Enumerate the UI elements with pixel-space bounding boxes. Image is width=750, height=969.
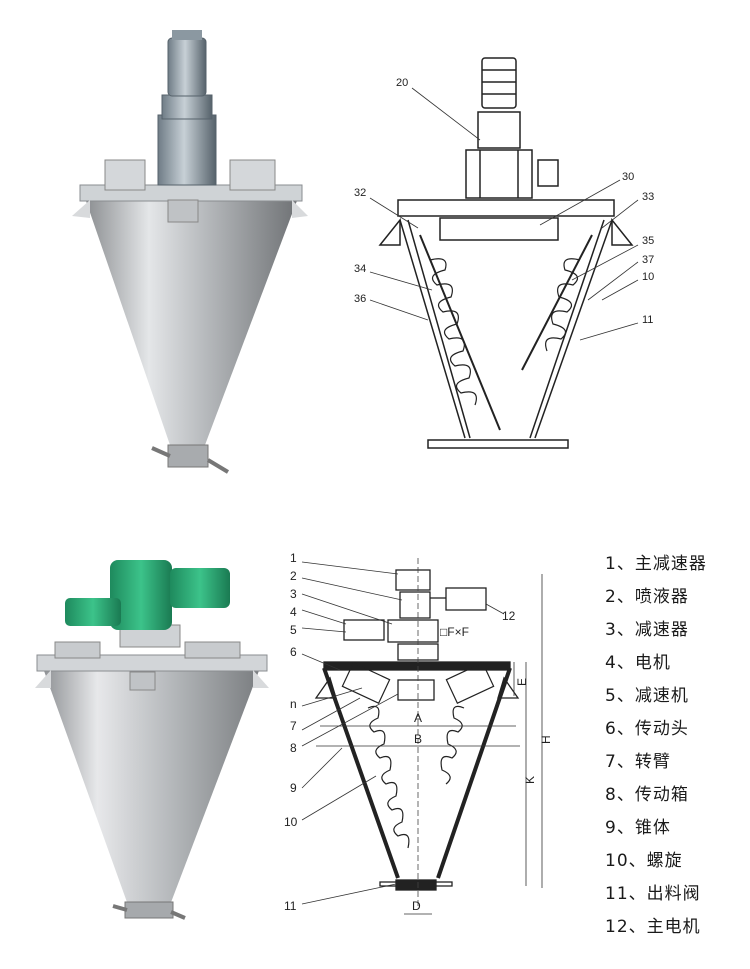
callout-11: 11	[642, 314, 653, 326]
callout-30: 30	[622, 171, 634, 183]
bottom-left-product-photo	[25, 550, 275, 930]
callout-2: 2	[290, 569, 297, 583]
legend-item: 3、减速器	[605, 620, 689, 640]
callout-9: 9	[290, 781, 297, 795]
legend-item: 1、主减速器	[605, 554, 707, 574]
callout-6: 6	[290, 645, 297, 659]
dimension-k: K	[523, 776, 537, 784]
legend-item: 12、主电机	[605, 917, 701, 937]
callout-12: 12	[502, 609, 516, 623]
dimension-a: A	[414, 711, 422, 725]
legend-item: 5、减速机	[605, 686, 689, 706]
callout-8: 8	[290, 741, 297, 755]
dimension-h: H	[539, 735, 553, 744]
legend-item: 11、出料阀	[605, 884, 701, 904]
dimension-e: E	[515, 678, 529, 686]
callout-36: 36	[354, 293, 366, 305]
top-technical-diagram: 20 30 32 33 34 35 36 37 10 11	[340, 40, 680, 470]
legend-item: 7、转臂	[605, 752, 671, 772]
callout-5: 5	[290, 623, 297, 637]
top-left-product-photo	[60, 20, 320, 480]
callout-33: 33	[642, 191, 654, 203]
callout-7: 7	[290, 719, 297, 733]
legend-item: 10、螺旋	[605, 851, 683, 871]
callout-n: n	[290, 697, 297, 711]
parts-legend: 1、主减速器 2、喷液器 3、减速器 4、电机 5、减速机 6、传动头 7、转臂…	[605, 548, 745, 944]
callout-10: 10	[284, 815, 298, 829]
callout-20: 20	[396, 77, 408, 89]
callout-10: 10	[642, 271, 654, 283]
legend-item: 6、传动头	[605, 719, 689, 739]
legend-item: 4、电机	[605, 653, 671, 673]
callout-32: 32	[354, 187, 366, 199]
callout-3: 3	[290, 587, 297, 601]
callout-1: 1	[290, 551, 297, 565]
callout-11: 11	[284, 899, 297, 913]
callout-35: 35	[642, 235, 654, 247]
callout-37: 37	[642, 254, 654, 266]
dimension-flange: □F×F	[440, 625, 469, 639]
bottom-technical-diagram: 1 2 3 4 5 6 n 7 8 9 10 11 12 □F×F A B E …	[280, 548, 600, 928]
dimension-d: D	[412, 899, 421, 913]
callout-4: 4	[290, 605, 297, 619]
dimension-b: B	[414, 732, 422, 746]
legend-item: 2、喷液器	[605, 587, 689, 607]
legend-item: 9、锥体	[605, 818, 671, 838]
legend-item: 8、传动箱	[605, 785, 689, 805]
callout-34: 34	[354, 263, 366, 275]
